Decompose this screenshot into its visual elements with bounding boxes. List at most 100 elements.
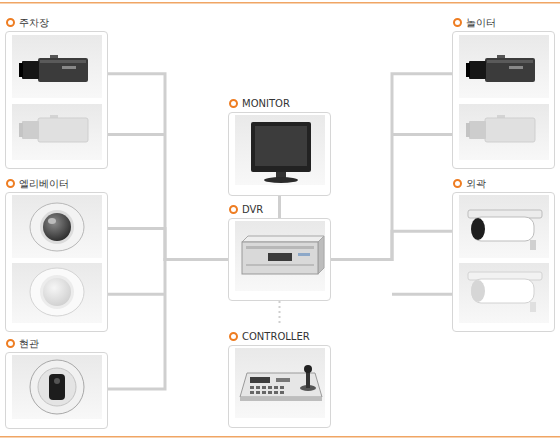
group-label: 엘리베이터 bbox=[19, 178, 69, 189]
video-cable bbox=[331, 231, 452, 294]
box-frame bbox=[228, 112, 331, 196]
box-camera-faded bbox=[466, 115, 535, 142]
group-label: DVR bbox=[242, 204, 263, 215]
box-frame bbox=[5, 192, 108, 332]
bullet-camera-faded-part bbox=[471, 280, 485, 302]
controller-figure-part bbox=[250, 386, 254, 389]
dome-camera bbox=[30, 203, 84, 251]
box-frame bbox=[452, 31, 555, 169]
box-camera-part bbox=[485, 58, 535, 82]
box-camera-faded-part bbox=[19, 123, 23, 137]
group-label: 현관 bbox=[19, 338, 39, 349]
heading-bullet bbox=[6, 18, 15, 27]
bullet-camera-faded bbox=[468, 272, 542, 312]
bullet-camera-part bbox=[471, 218, 485, 240]
image-panels-part bbox=[235, 348, 325, 418]
heading-bullet bbox=[229, 332, 238, 341]
image-panels bbox=[12, 35, 549, 419]
group-label: 주차장 bbox=[19, 17, 49, 28]
group-heading: MONITOR bbox=[228, 96, 290, 112]
box-camera-faded-part bbox=[469, 121, 486, 139]
dvr-figure-part bbox=[268, 253, 292, 261]
dome-camera-faded bbox=[30, 268, 84, 316]
control-link bbox=[279, 301, 281, 323]
image-panels-part bbox=[12, 195, 102, 258]
bullet-camera-faded-part bbox=[530, 302, 536, 312]
dome-camera-part bbox=[54, 378, 60, 384]
device-box: DVR bbox=[228, 198, 331, 301]
box-camera-faded-part bbox=[38, 118, 88, 142]
image-panels-part bbox=[459, 35, 549, 98]
box-frame bbox=[5, 31, 108, 169]
monitor-figure-part bbox=[255, 126, 307, 166]
box-camera-part bbox=[487, 60, 533, 63]
rule-lines-part bbox=[0, 436, 560, 438]
controller-figure-part bbox=[268, 386, 272, 389]
box-camera-part bbox=[466, 63, 470, 77]
box-camera bbox=[19, 55, 88, 82]
controller-figure-part bbox=[262, 386, 266, 389]
bullet-camera-part bbox=[530, 240, 536, 250]
video-cable bbox=[108, 228, 228, 294]
controller-figure-part bbox=[262, 391, 266, 394]
camera-group-box: 놀이터 bbox=[452, 11, 555, 169]
controller-figure-part bbox=[280, 391, 284, 394]
heading-bullet bbox=[453, 179, 462, 188]
box-camera-part bbox=[40, 60, 86, 63]
dome-camera-faded-part bbox=[30, 268, 84, 316]
group-heading: CONTROLLER bbox=[228, 329, 310, 345]
controller-figure-part bbox=[280, 386, 284, 389]
bullet-camera-part bbox=[472, 217, 534, 241]
dome-camera bbox=[30, 360, 84, 414]
dome-camera-faded-part bbox=[43, 278, 71, 306]
image-panels-part bbox=[12, 35, 102, 98]
dome-camera-part bbox=[43, 213, 71, 241]
group-label: CONTROLLER bbox=[242, 331, 310, 342]
group-heading: DVR bbox=[228, 202, 263, 218]
dome-camera-part bbox=[30, 203, 84, 251]
controller-figure-part bbox=[276, 378, 290, 382]
controller-figure-part bbox=[250, 391, 254, 394]
box-frame bbox=[452, 192, 555, 332]
dome-camera-part bbox=[30, 360, 84, 414]
dvr-figure bbox=[242, 236, 324, 274]
box-frame bbox=[228, 345, 331, 428]
heading-bullet bbox=[229, 99, 238, 108]
controller-figure-part bbox=[250, 377, 270, 383]
image-panels-part bbox=[12, 104, 102, 160]
heading-bullet bbox=[6, 339, 15, 348]
camera-group-box: 현관 bbox=[5, 332, 108, 429]
box-camera-faded-part bbox=[22, 121, 39, 139]
box-frame bbox=[5, 352, 108, 429]
dome-camera-part bbox=[38, 368, 76, 406]
heading-bullet bbox=[229, 205, 238, 214]
controller-figure-part bbox=[256, 386, 260, 389]
image-panels-part bbox=[235, 115, 325, 185]
box-camera-faded-part bbox=[485, 118, 535, 142]
group-heading: 엘리베이터 bbox=[5, 176, 69, 192]
controller-figure-part bbox=[304, 365, 312, 373]
rule-lines-part bbox=[0, 2, 560, 4]
group-label: MONITOR bbox=[242, 98, 290, 109]
camera-group-box: 외곽 bbox=[452, 172, 555, 332]
dome-camera-faded-part bbox=[40, 275, 74, 309]
box-camera-part bbox=[19, 63, 23, 77]
group-heading: 외곽 bbox=[452, 176, 486, 192]
monitor-figure bbox=[251, 122, 311, 183]
bullet-camera bbox=[468, 210, 542, 250]
dvr-figure-part bbox=[318, 236, 324, 274]
box-camera-faded-part bbox=[466, 123, 470, 137]
camera-group-box: 주차장 bbox=[5, 11, 108, 169]
bullet-camera-faded-part bbox=[472, 279, 534, 303]
box-camera bbox=[466, 55, 535, 82]
video-cable bbox=[108, 260, 228, 389]
monitor-figure-part bbox=[251, 122, 311, 172]
group-heading: 현관 bbox=[5, 336, 39, 352]
controller-figure bbox=[240, 365, 322, 401]
heading-bullet bbox=[6, 179, 15, 188]
video-cable bbox=[278, 196, 281, 218]
group-label: 외곽 bbox=[466, 178, 486, 189]
